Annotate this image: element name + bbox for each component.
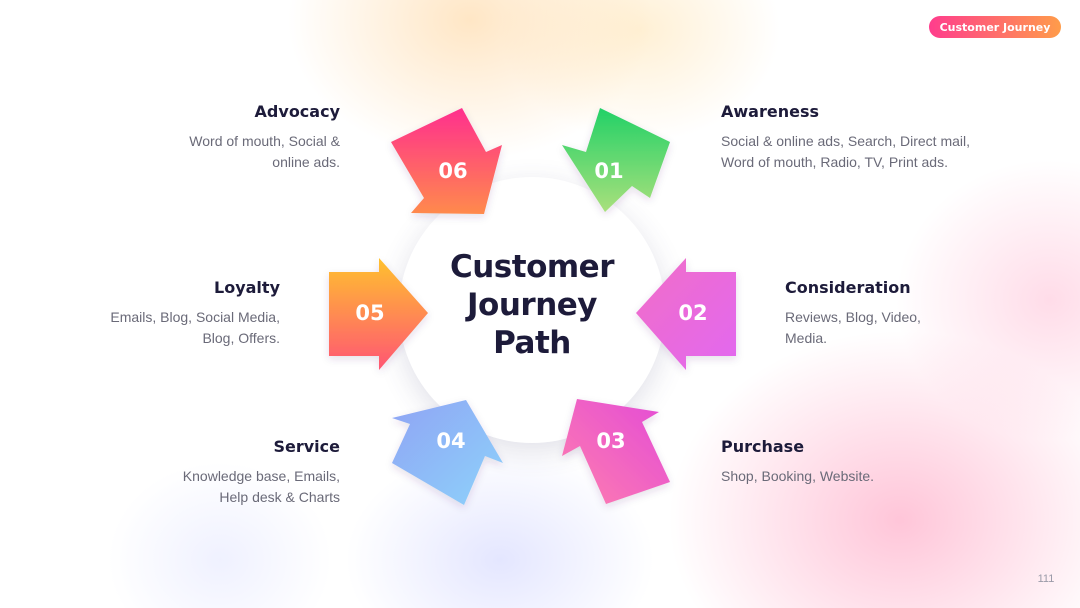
- stage-title-service: Service: [273, 437, 340, 456]
- page-number: 111: [1037, 573, 1055, 585]
- center-title-line-2: Journey: [467, 287, 598, 323]
- arrow-05: [329, 258, 428, 370]
- arrow-03: [562, 399, 670, 504]
- stage-number-04: 04: [436, 429, 465, 453]
- stage-number-06: 06: [438, 159, 467, 183]
- stage-desc-consideration: Reviews, Blog, Video, Media.: [785, 309, 921, 346]
- stage-number-05: 05: [355, 301, 384, 325]
- center-title: Customer Journey Path: [410, 248, 654, 362]
- stage-desc-service: Knowledge base, Emails, Help desk & Char…: [182, 468, 340, 505]
- stage-number-02: 02: [678, 301, 707, 325]
- stage-title-purchase: Purchase: [721, 437, 805, 456]
- stage-title-awareness: Awareness: [721, 102, 819, 121]
- stage-title-consideration: Consideration: [785, 278, 911, 297]
- arrow-02: [636, 258, 736, 370]
- center-title-line-1: Customer: [449, 249, 615, 285]
- stage-desc-awareness: Social & online ads, Search, Direct mail…: [721, 133, 970, 170]
- stage-desc-purchase: Shop, Booking, Website.: [721, 468, 875, 484]
- stage-desc-advocacy: Word of mouth, Social & online ads.: [189, 133, 340, 170]
- stage-title-advocacy: Advocacy: [254, 102, 340, 121]
- stage-title-loyalty: Loyalty: [214, 278, 280, 297]
- stage-number-03: 03: [596, 429, 625, 453]
- arrow-04: [392, 400, 503, 505]
- section-badge: Customer Journey: [929, 16, 1061, 38]
- arrow-01: [562, 108, 670, 212]
- arrow-06: [391, 108, 502, 214]
- center-title-line-3: Path: [493, 325, 571, 361]
- stage-number-01: 01: [594, 159, 623, 183]
- center-circle: [399, 177, 665, 443]
- stage-desc-loyalty: Emails, Blog, Social Media, Blog, Offers…: [110, 309, 280, 346]
